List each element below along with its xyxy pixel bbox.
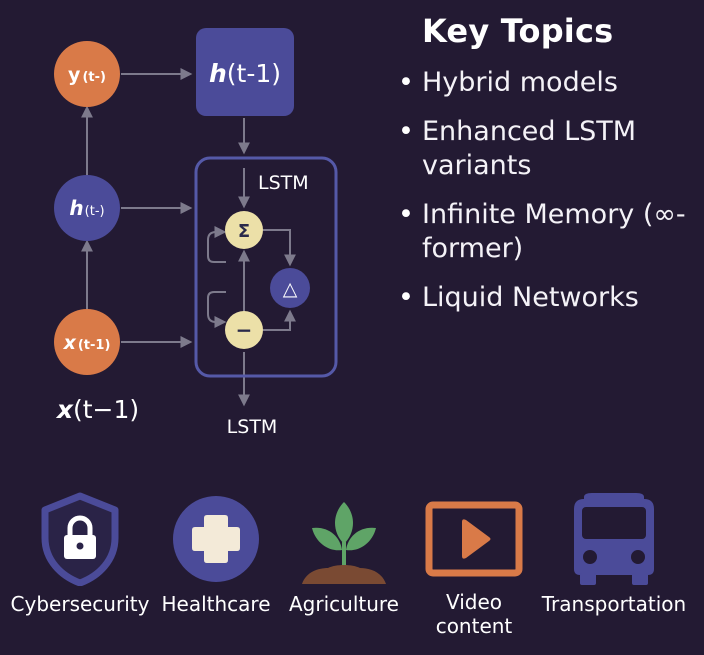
video-play-icon [425,486,523,592]
connection-arrows [81,68,296,407]
app-label-agriculture: Agriculture [289,592,399,616]
arrow-sum-to-delta [263,229,296,267]
node-x-prev [54,309,120,375]
app-healthcare: Healthcare [154,486,278,616]
key-topics-panel: Key Topics Hybrid models Enhanced LSTM v… [398,12,698,330]
app-label-video-content: Video content [435,590,513,638]
shield-lock-icon [39,486,121,592]
minus-operator-symbol: − [236,318,253,342]
bus-icon [570,486,658,592]
delta-operator-symbol: △ [283,278,298,300]
lstm-top-label: LSTM [258,172,309,194]
topic-item-infinite-memory: Infinite Memory (∞-former) [398,198,698,266]
loop-minus [207,291,227,328]
key-topics-list: Hybrid models Enhanced LSTM variants Inf… [398,66,698,315]
app-label-cybersecurity: Cybersecurity [10,592,150,616]
node-y-prev-label: y(t-) [68,64,106,86]
topic-item-liquid-networks: Liquid Networks [398,281,698,315]
app-cybersecurity: Cybersecurity [6,486,154,616]
h-state-box-label: h(t-1) [209,59,281,88]
plant-sprout-icon [298,486,390,592]
sum-operator-symbol: Σ [238,221,250,242]
key-topics-title: Key Topics [422,12,614,50]
topic-item-hybrid-models: Hybrid models [398,66,698,100]
h-state-box [196,28,294,116]
loop-sum [207,226,227,263]
sum-operator [225,211,263,249]
arrow-minus-to-delta [263,309,296,331]
x-caption: x(t−1) [55,395,139,424]
applications-row: Cybersecurity Healthcare Agriculture [0,486,704,655]
medical-cross-icon [172,486,260,592]
lstm-bottom-label: LSTM [227,416,278,438]
node-y-prev [54,41,120,107]
minus-operator [225,311,263,349]
app-label-transportation: Transportation [541,592,687,616]
node-x-prev-label: x(t-1) [63,332,111,354]
delta-operator [270,268,310,308]
lstm-cell-box [194,156,338,378]
node-h-mid [54,175,120,241]
topic-item-enhanced-lstm: Enhanced LSTM variants [398,115,698,183]
app-agriculture: Agriculture [282,486,406,616]
app-transportation: Transportation [540,486,688,616]
app-label-healthcare: Healthcare [161,592,271,616]
node-h-mid-label: h(t-) [69,196,104,220]
lstm-diagram: h(t-1) y(t-) h(t-) x(t-1) x(t−1) LSTM LS… [54,28,338,438]
app-video-content: Video content [412,486,536,638]
